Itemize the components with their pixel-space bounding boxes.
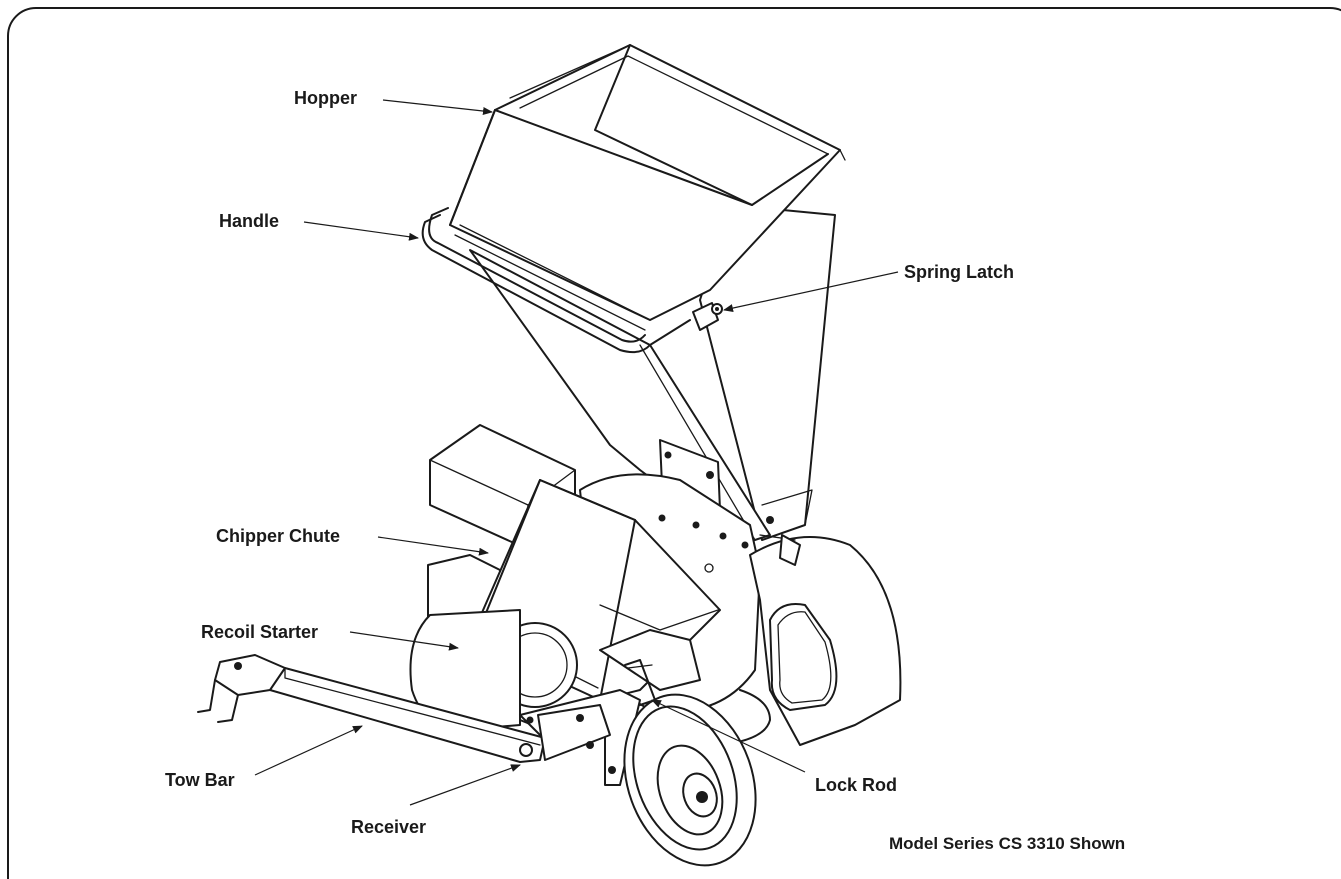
front-wheel: [623, 693, 757, 867]
handle-leader: [303, 221, 419, 241]
receiver: [537, 704, 611, 761]
chipper-shredder-illustration: [197, 44, 902, 867]
label-receiver: Receiver: [351, 817, 426, 837]
label-recoil-starter: Recoil Starter: [201, 622, 318, 642]
model-caption: Model Series CS 3310 Shown: [889, 834, 1125, 853]
label-hopper: Hopper: [294, 88, 357, 108]
lock-rod: [624, 659, 656, 706]
label-chipper-chute: Chipper Chute: [216, 526, 340, 546]
diagram-frame: [7, 7, 1341, 879]
spring-latch-leader: [723, 271, 899, 312]
chipper-chute-leader: [377, 536, 489, 556]
label-handle: Handle: [219, 211, 279, 231]
spring-latch: [692, 302, 723, 331]
tow-bar-leader: [254, 725, 363, 776]
leader-lines: [254, 99, 899, 806]
label-tow-bar: Tow Bar: [165, 770, 235, 790]
label-lock-rod: Lock Rod: [815, 775, 897, 795]
tow-hitch: [197, 654, 286, 723]
hopper: [449, 44, 846, 331]
recoil-starter-leader: [349, 631, 459, 651]
mounting-plate: [659, 439, 774, 524]
hopper-handle: [421, 207, 691, 354]
hopper-leader: [382, 99, 493, 115]
callout-labels: Hopper Handle Spring Latch Chipper Chute…: [165, 88, 1014, 837]
receiver-leader: [409, 764, 521, 806]
lock-rod-leader: [651, 699, 806, 773]
label-spring-latch: Spring Latch: [904, 262, 1014, 282]
discharge-chute: [749, 534, 902, 746]
